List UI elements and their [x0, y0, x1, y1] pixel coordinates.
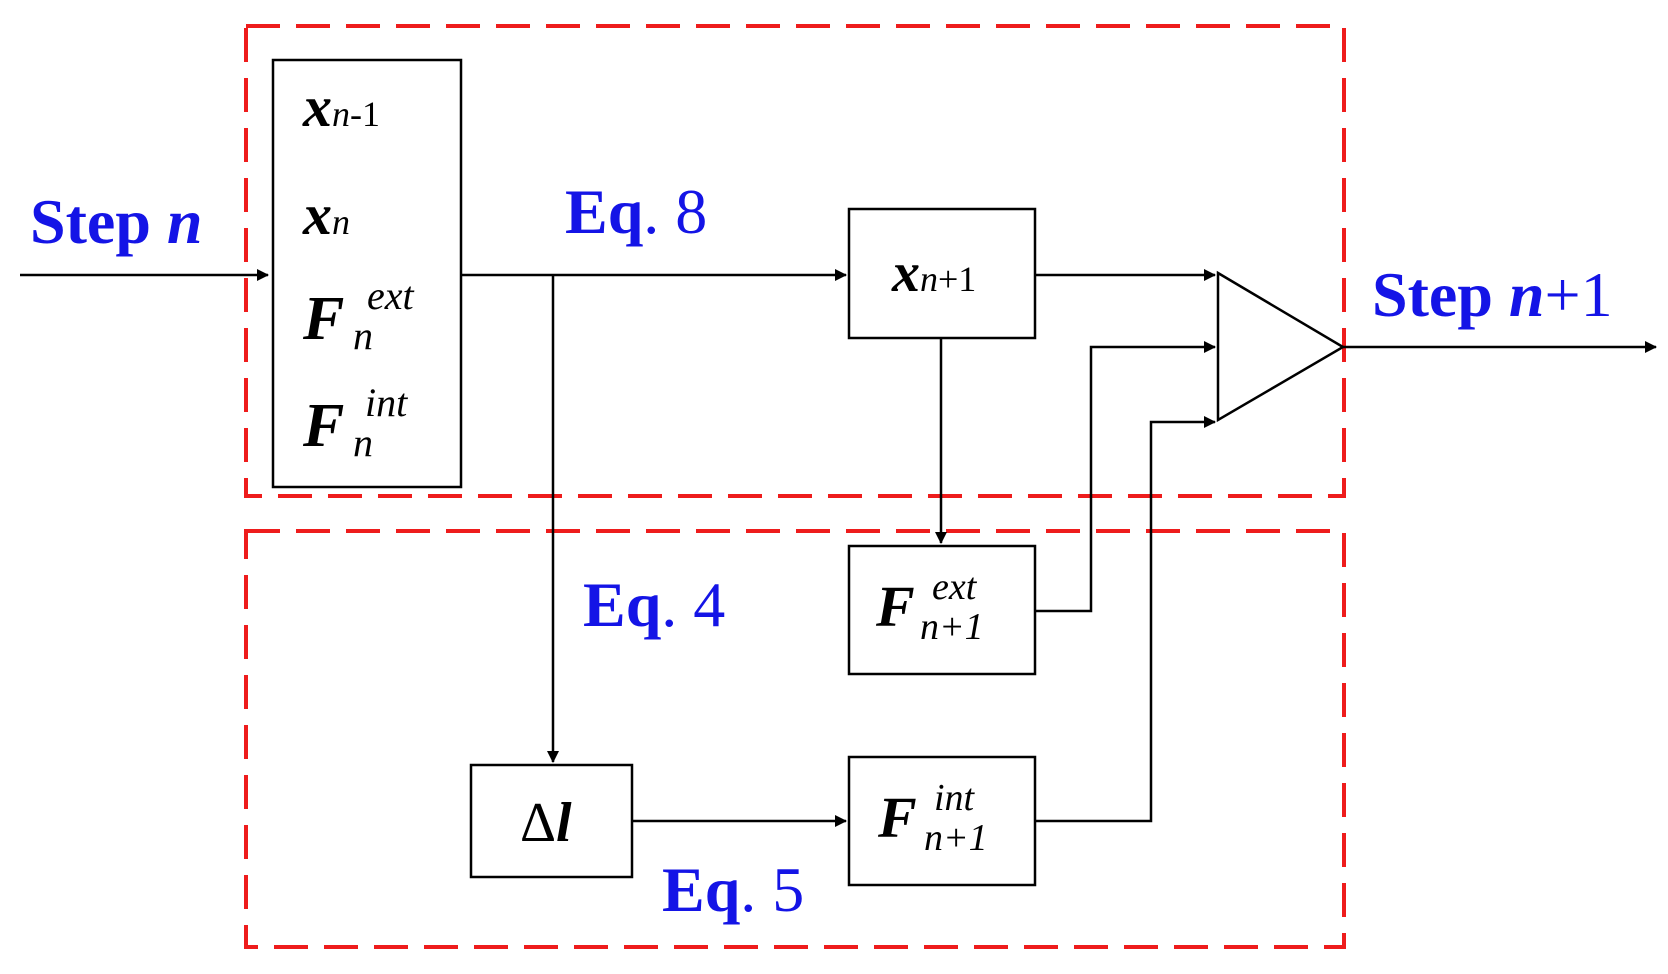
x-n-plus-1-symbol: xn+1 — [892, 242, 977, 304]
f-n-plus-1-ext-symbol: F ext n+1 — [876, 566, 984, 648]
x-next-block — [847, 207, 1037, 340]
fint-to-combiner-arrow — [1035, 416, 1216, 823]
f-n-plus-1-int-symbol: F int n+1 — [878, 777, 988, 859]
fext-to-combiner-arrow — [1035, 341, 1216, 613]
x-n-symbol: xn — [303, 182, 350, 247]
eq-8-label: Eq. 8 — [565, 176, 708, 247]
upper-region — [244, 24, 1346, 498]
f-n-ext-symbol: F ext n — [303, 273, 414, 358]
f-ext-next-block — [847, 544, 1037, 676]
lower-region — [244, 529, 1346, 949]
delta-l-symbol: Δl — [520, 792, 572, 854]
state-block — [271, 58, 463, 489]
eq-4-label: Eq. 4 — [583, 569, 726, 640]
f-int-next-block — [847, 755, 1037, 887]
combiner-triangle — [1216, 270, 1346, 423]
eq-5-label: Eq. 5 — [662, 854, 805, 925]
f-n-int-symbol: F int n — [303, 380, 408, 465]
step-n-plus-1-label: Step n+1 — [1372, 259, 1613, 330]
x-n-minus-1-symbol: xn-1 — [303, 74, 380, 139]
step-n-label: Step n — [30, 186, 203, 257]
